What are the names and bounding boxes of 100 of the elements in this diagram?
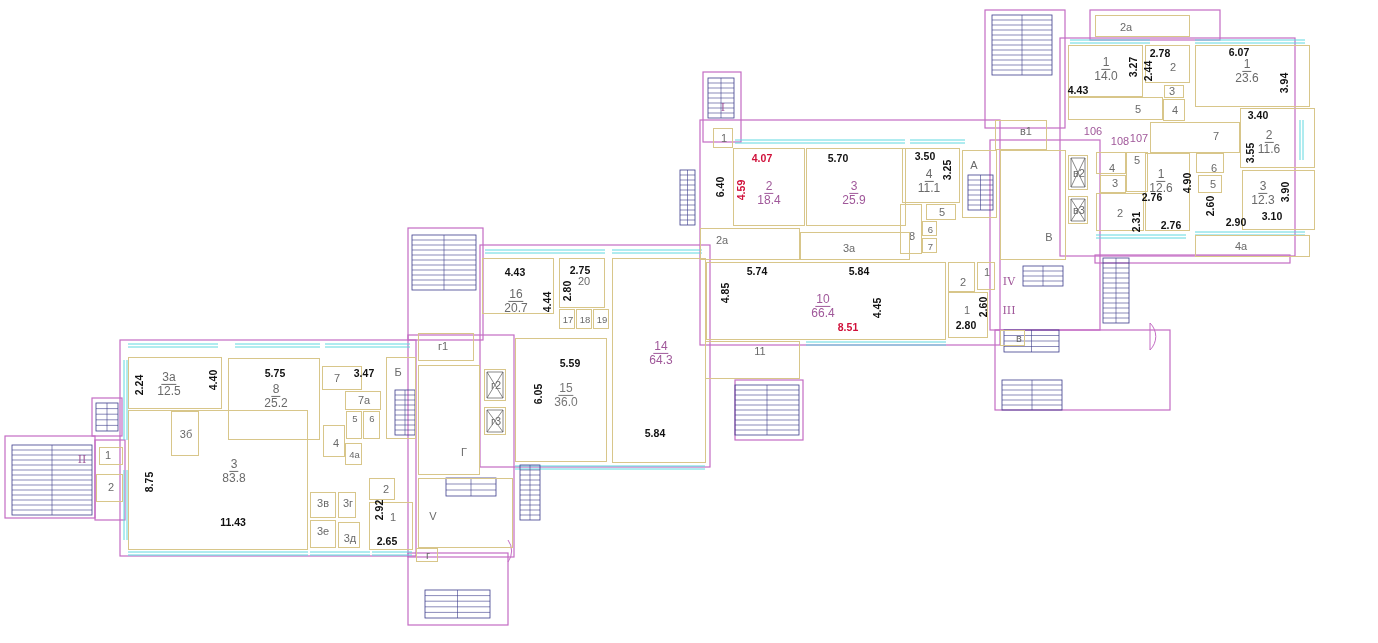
dimension-label: 4.40 <box>207 369 219 391</box>
dimension-label: 4.43 <box>1067 84 1089 96</box>
room-number: V <box>429 511 437 523</box>
room-number: 2 <box>107 482 115 494</box>
room-outline <box>310 520 336 548</box>
room-outline <box>418 365 480 475</box>
room-outline <box>228 358 320 440</box>
dimension-label: 2.76 <box>1141 191 1163 203</box>
dimension-label: 5.70 <box>827 152 849 164</box>
room-number: 3в <box>317 498 329 510</box>
room-outline <box>806 148 906 226</box>
room-number: 3 <box>1168 86 1176 98</box>
room-number: 7 <box>333 373 341 385</box>
room-area: 12.3 <box>1251 193 1275 207</box>
room-number: г3 <box>490 416 502 428</box>
dimension-label: 3.50 <box>914 150 936 162</box>
room-number: 2 <box>1116 208 1124 220</box>
dimension-label: 5.75 <box>264 367 286 379</box>
room-number: 3а <box>842 243 856 255</box>
dimension-label: 8.51 <box>837 321 859 333</box>
room-number: 5 <box>1209 179 1217 191</box>
dimension-label: 2.78 <box>1149 47 1171 59</box>
room-outline <box>713 128 733 148</box>
dimension-label: 6.05 <box>532 383 544 405</box>
room-outline <box>346 411 362 439</box>
room-outline <box>338 492 356 518</box>
room-number: 3а <box>161 370 177 385</box>
room-outline <box>705 341 800 379</box>
room-number: 1 <box>1242 57 1252 72</box>
room-outline <box>484 369 506 401</box>
room-outline <box>1096 193 1144 231</box>
room-area: 66.4 <box>811 306 835 320</box>
dimension-label: 5.74 <box>746 265 768 277</box>
room-number: 106 <box>1083 125 1103 137</box>
room-outline <box>345 391 381 410</box>
room-number: 2а <box>715 235 729 247</box>
room-number: 2 <box>764 179 774 194</box>
room-number: 4 <box>924 167 934 182</box>
room-number: 11 <box>754 346 766 358</box>
room-outline <box>1095 15 1190 37</box>
room-area: 25.9 <box>842 193 866 207</box>
dimension-label: 11.43 <box>220 516 246 528</box>
room-number: Б <box>394 367 402 379</box>
dimension-label: 5.59 <box>559 357 581 369</box>
room-number: 6 <box>369 414 375 424</box>
room-outline <box>995 120 1047 150</box>
dimension-label: 4.44 <box>541 291 553 313</box>
room-outline <box>922 238 937 253</box>
room-outline <box>1000 150 1066 260</box>
room-number: 2а <box>1119 22 1133 34</box>
room-outline <box>900 204 922 254</box>
room-area: 23.6 <box>1235 71 1259 85</box>
room-outline <box>418 478 513 548</box>
section-numeral: I <box>720 100 726 114</box>
room-outline <box>369 478 395 500</box>
room-number: 20 <box>577 276 591 288</box>
room-outline <box>977 262 995 290</box>
room-outline <box>593 309 609 329</box>
room-number: 2 <box>1169 62 1177 74</box>
room-outline <box>1198 175 1222 193</box>
room-outline <box>902 148 960 203</box>
room-number: А <box>970 160 978 172</box>
room-number: 5 <box>1134 104 1142 116</box>
room-area: 36.0 <box>554 395 578 409</box>
room-number: 4 <box>332 438 340 450</box>
room-number: 7 <box>927 241 934 252</box>
room-area: 12.5 <box>157 384 181 398</box>
room-outline <box>1000 330 1025 346</box>
room-number: 4 <box>1108 163 1116 175</box>
dimension-label: 3.40 <box>1247 109 1269 121</box>
room-area: 25.2 <box>264 396 288 410</box>
room-number: 15 <box>558 381 574 396</box>
room-outline <box>482 258 554 314</box>
dimension-label: 4.85 <box>719 282 731 304</box>
room-outline <box>926 204 956 220</box>
room-outline <box>922 221 937 236</box>
room-outline <box>1126 152 1148 192</box>
room-outline <box>1145 45 1190 83</box>
dimension-label: 2.65 <box>376 535 398 547</box>
dimension-label: 6.07 <box>1228 46 1250 58</box>
dimension-label: 3.55 <box>1244 142 1256 164</box>
room-outline <box>345 443 362 465</box>
room-number: 4а <box>1234 241 1248 253</box>
room-number: 18 <box>579 315 591 325</box>
dimension-label: 3.10 <box>1261 210 1283 222</box>
room-outline <box>948 292 988 338</box>
room-outline <box>128 357 222 409</box>
dimension-label: 4.59 <box>735 179 747 201</box>
room-outline <box>1068 97 1163 120</box>
room-area: 18.4 <box>757 193 781 207</box>
room-outline <box>1195 235 1310 257</box>
room-number: 1 <box>983 267 991 279</box>
room-number: 3 <box>1258 179 1268 194</box>
room-outline <box>386 357 416 439</box>
room-number: г2 <box>490 380 502 392</box>
dimension-label: 2.80 <box>955 319 977 331</box>
room-number: 8 <box>908 231 916 243</box>
room-outline <box>1164 85 1184 98</box>
room-number: В <box>1045 232 1053 244</box>
room-number: Г <box>461 447 467 459</box>
